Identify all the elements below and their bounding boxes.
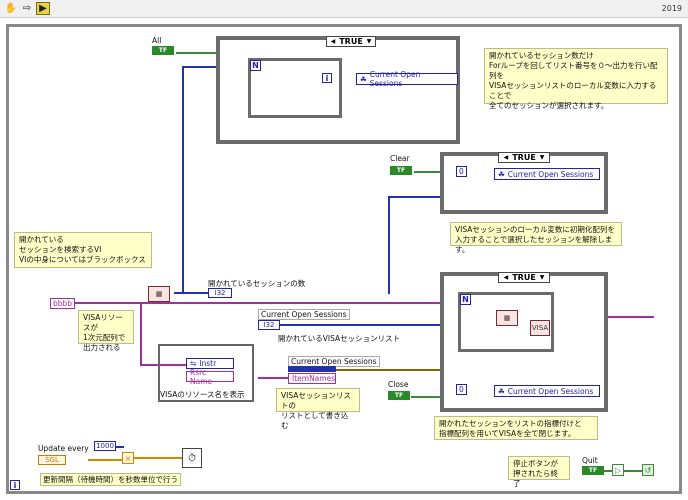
close-boolean-control[interactable]: TF [388,391,410,400]
chevron-left-icon[interactable]: ◀ [503,274,509,281]
i32-indicator: I32 [208,288,232,298]
local-variable-icon: ☘ [498,169,505,179]
current-open-sessions-indicator: I32 [258,320,280,330]
comment-close-all: 開かれたセッションをリストの指標付けと 指標配列を用いてVISAを全て閉じます。 [434,416,598,440]
local-variable-icon: ☘ [498,386,505,396]
update-interval-label: 更新間隔（待機時間）を秒数単位で行う [40,473,181,486]
clear-boolean-control[interactable]: TF [390,166,412,175]
loop-count-terminal: N [250,60,261,71]
visa-resource-display-label: VISAのリソース名を表示 [160,390,245,399]
comment-select-all: 開かれているセッション数だけ Forループを回してリスト番号を０～出力を行い配列… [484,48,668,110]
chevron-left-icon[interactable]: ◀ [503,154,509,161]
comment-find-sessions-vi: 開かれている セッションを検索するVI VIの中身についてはブラックボックス [14,232,152,268]
chevron-left-icon[interactable]: ◀ [330,38,336,45]
local-variable-icon: ☘ [360,74,367,84]
update-every-control[interactable]: SGL [38,455,66,465]
open-visa-session-list-label: 開かれているVISAセッションリスト [278,334,401,343]
comment-clear-session: VISAセッションのローカル変数に初期化配列を 入力することで選択したセッション… [450,222,622,254]
wait-timer-icon[interactable]: ⏱ [182,448,202,468]
chevron-down-icon[interactable]: ▼ [539,154,545,161]
comment-visa-1d-array: VISAリソースが 1次元配列で 出力される [78,310,134,352]
loop-condition-icon[interactable]: ↺ [642,464,654,476]
while-loop [6,24,682,494]
control-label-all: All [152,36,162,45]
constant-1000: 1000 [94,441,116,451]
control-label-clear: Clear [390,154,410,163]
quit-boolean-control[interactable]: TF [582,466,604,475]
visa-find-resource-node[interactable]: ▦ [148,286,170,302]
while-loop-index-terminal: i [10,480,20,490]
multiply-icon[interactable]: × [122,452,134,464]
arrow-right-icon[interactable]: ⇨ [22,3,32,14]
visa-close-node[interactable]: VISA [530,320,550,336]
link-icon: ⇋ [190,359,197,368]
control-label-close: Close [388,380,409,389]
property-node-rsrc-name[interactable]: Rsrc Name [186,368,234,386]
not-icon[interactable]: ▷ [612,464,624,476]
comment-write-list: VISAセッションリストの リストとして書き込む [276,388,360,430]
item-names-bar [288,366,336,372]
chevron-down-icon[interactable]: ▼ [366,38,372,45]
current-open-sessions-indicator-label: Current Open Sessions [258,309,350,320]
control-label-quit: Quit [582,456,598,465]
loop-index-terminal: i [322,73,332,83]
property-node-frame [158,344,254,402]
run-icon[interactable]: ▶ [36,2,50,15]
hand-icon[interactable]: ✋ [4,3,18,14]
zero-constant-clear: 0 [456,166,467,177]
property-node-instr[interactable]: ⇋ Instr [186,358,234,369]
update-every-label: Update every [38,444,89,453]
open-session-count-label: 開かれているセッションの数 [208,279,306,288]
for-loop [248,58,342,118]
item-names-property[interactable]: ItemNames [288,373,336,384]
case-selector-close[interactable]: ◀ TRUE ▼ [498,272,550,283]
version-label: 2019 [661,4,682,13]
toolbar: ✋ ⇨ ▶ 2019 [0,0,688,18]
visa-constant: bbbb [50,298,76,309]
case-selector-all[interactable]: ◀ TRUE ▼ [326,36,376,47]
index-array-node[interactable]: ▦ [496,310,518,326]
case-selector-clear[interactable]: ◀ TRUE ▼ [498,152,550,163]
loop-count-terminal: N [460,294,471,305]
chevron-down-icon[interactable]: ▼ [539,274,545,281]
zero-constant-close: 0 [456,384,467,395]
local-var-current-open-sessions[interactable]: ☘ Current Open Sessions [494,385,600,397]
local-var-current-open-sessions[interactable]: ☘ Current Open Sessions [356,70,458,88]
local-var-current-open-sessions[interactable]: ☘ Current Open Sessions [494,168,600,180]
all-boolean-control[interactable]: TF [152,46,174,55]
stop-button-note: 停止ボタンが 押されたら終了 [508,456,570,488]
